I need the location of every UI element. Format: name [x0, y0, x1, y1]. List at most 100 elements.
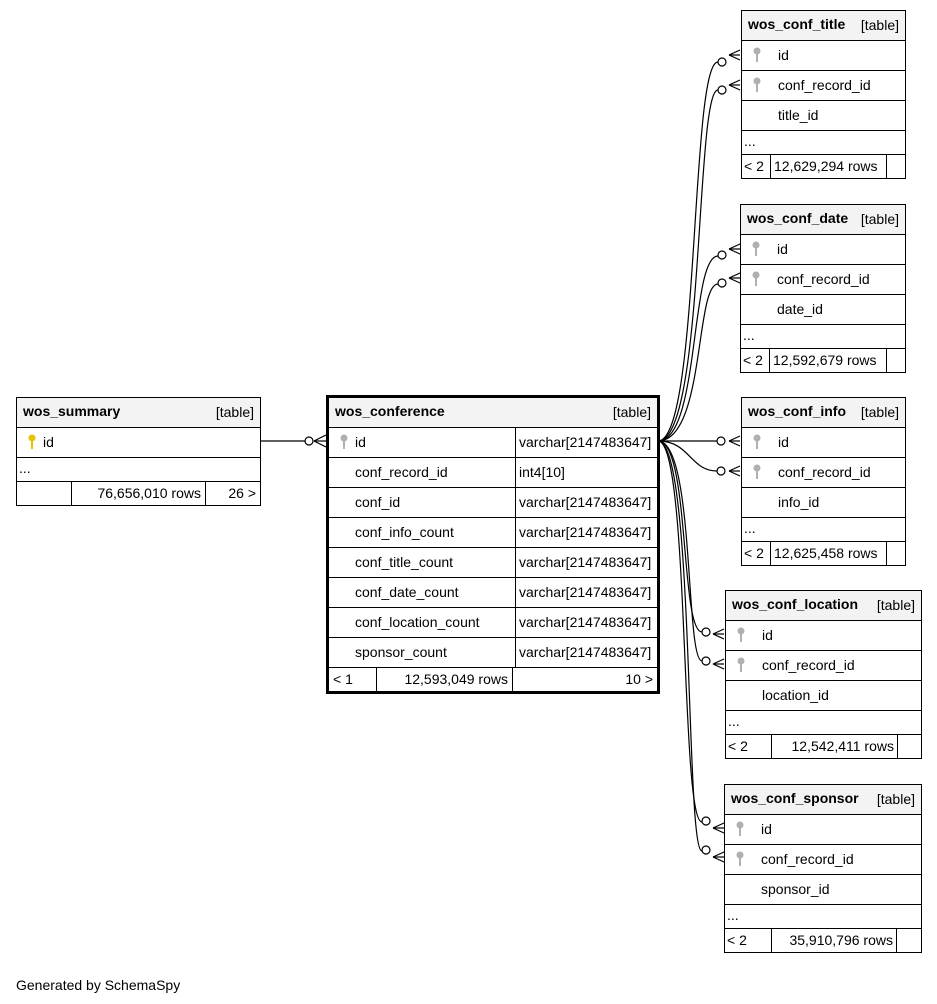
table-footer: < 2 12,625,458 rows [742, 542, 905, 565]
parents-link[interactable]: < 2 [744, 545, 764, 561]
column-row[interactable]: sponsor_count varchar[2147483647] [329, 638, 657, 668]
table-type: [table] [876, 791, 915, 807]
column-row[interactable]: conf_title_count varchar[2147483647] [329, 548, 657, 578]
row-count: 76,656,010 rows [71, 482, 205, 505]
optional-marker [701, 656, 711, 666]
foreign-key-icon [751, 241, 761, 257]
optional-marker [701, 816, 711, 826]
column-name: conf_title_count [355, 554, 454, 570]
column-name: date_id [777, 301, 823, 317]
column-name: conf_record_id [355, 464, 448, 480]
crowfoot-info-id [728, 435, 741, 447]
parents-link[interactable]: < 1 [333, 671, 353, 687]
crowfoot-sponsor-id [712, 822, 725, 834]
column-row[interactable]: conf_location_count varchar[2147483647] [329, 608, 657, 638]
optional-marker [701, 845, 711, 855]
column-type: varchar[2147483647] [515, 638, 657, 667]
row-count: 12,542,411 rows [771, 735, 898, 758]
table-wos-conf-location[interactable]: wos_conf_location [table] id conf_record… [725, 590, 922, 759]
table-wos-summary[interactable]: wos_summary [table] id ... 76,656,010 ro… [16, 397, 261, 506]
column-row[interactable]: id [742, 428, 905, 458]
column-row[interactable]: id varchar[2147483647] [329, 428, 657, 458]
edge-conference-date-record [657, 283, 719, 442]
column-row[interactable]: conf_record_id [742, 71, 905, 101]
table-type: [table] [860, 211, 899, 227]
crowfoot-location-record [712, 658, 725, 670]
foreign-key-icon [751, 271, 761, 287]
edge-conference-title-id [657, 61, 719, 442]
children-link[interactable]: 26 > [205, 482, 260, 505]
column-name: location_id [762, 687, 829, 703]
column-row[interactable]: date_id [741, 295, 905, 325]
column-name: title_id [778, 107, 819, 123]
parents-link[interactable]: < 2 [728, 738, 748, 754]
column-row[interactable]: conf_record_id [741, 265, 905, 295]
table-footer: < 2 12,542,411 rows [726, 735, 921, 758]
edge-conference-sponsor-id [657, 440, 703, 823]
table-footer: < 2 12,592,679 rows [741, 349, 905, 372]
column-row[interactable]: conf_record_id int4[10] [329, 458, 657, 488]
table-header: wos_conf_date [table] [741, 205, 905, 235]
column-type: varchar[2147483647] [515, 608, 657, 637]
column-row[interactable]: id [725, 815, 921, 845]
table-name[interactable]: wos_conf_sponsor [731, 790, 859, 806]
column-row[interactable]: title_id [742, 101, 905, 131]
table-name[interactable]: wos_conf_info [748, 403, 847, 419]
column-row[interactable]: conf_record_id [725, 845, 921, 875]
optional-marker [304, 436, 314, 446]
table-wos-conference[interactable]: wos_conference [table] id varchar[214748… [326, 395, 660, 694]
column-name: conf_record_id [762, 657, 855, 673]
table-wos-conf-title[interactable]: wos_conf_title [table] id conf_record_id… [741, 10, 906, 179]
column-name: conf_date_count [355, 584, 459, 600]
optional-marker [717, 278, 727, 288]
crowfoot-date-id [728, 243, 741, 255]
table-name[interactable]: wos_conference [335, 403, 445, 419]
column-row[interactable]: id [741, 235, 905, 265]
table-type: [table] [215, 404, 254, 420]
children-link[interactable]: 10 > [512, 668, 657, 691]
column-type: int4[10] [515, 458, 657, 487]
row-count: 12,593,049 rows [376, 668, 512, 691]
table-name[interactable]: wos_summary [23, 403, 121, 419]
children-cell [886, 542, 905, 565]
table-name[interactable]: wos_conf_title [748, 16, 846, 32]
table-wos-conf-date[interactable]: wos_conf_date [table] id conf_record_id … [740, 204, 906, 373]
parents-link[interactable]: < 2 [727, 932, 747, 948]
table-footer: < 2 35,910,796 rows [725, 929, 921, 952]
table-wos-conf-info[interactable]: wos_conf_info [table] id conf_record_id … [741, 397, 906, 566]
row-count: 12,592,679 rows [769, 349, 889, 372]
column-name: id [761, 821, 772, 837]
edge-conference-sponsor-record [657, 440, 703, 852]
column-type: varchar[2147483647] [515, 578, 657, 607]
table-name[interactable]: wos_conf_date [747, 210, 849, 226]
table-header: wos_conf_location [table] [726, 591, 921, 621]
parents-link[interactable]: < 2 [744, 158, 764, 174]
column-row[interactable]: sponsor_id [725, 875, 921, 905]
column-row[interactable]: conf_info_count varchar[2147483647] [329, 518, 657, 548]
column-name: id [762, 627, 773, 643]
parents-link[interactable]: < 2 [743, 352, 763, 368]
column-row[interactable]: conf_id varchar[2147483647] [329, 488, 657, 518]
table-header: wos_conference [table] [329, 398, 657, 428]
column-row[interactable]: id [17, 428, 260, 458]
column-row[interactable]: conf_date_count varchar[2147483647] [329, 578, 657, 608]
column-row[interactable]: location_id [726, 681, 921, 711]
primary-key-icon [27, 434, 37, 450]
column-row[interactable]: conf_record_id [726, 651, 921, 681]
table-name[interactable]: wos_conf_location [732, 596, 859, 612]
column-name: conf_record_id [761, 851, 854, 867]
edge-conference-location-id [657, 440, 703, 633]
column-row[interactable]: id [742, 41, 905, 71]
crowfoot-title-id [728, 49, 741, 61]
column-type: varchar[2147483647] [515, 548, 657, 577]
table-wos-conf-sponsor[interactable]: wos_conf_sponsor [table] id conf_record_… [724, 784, 922, 953]
table-type: [table] [612, 404, 651, 420]
column-name: id [355, 434, 366, 450]
crowfoot-info-record [728, 465, 741, 477]
column-row[interactable]: info_id [742, 488, 905, 518]
column-name: conf_info_count [355, 524, 454, 540]
column-row[interactable]: conf_record_id [742, 458, 905, 488]
table-header: wos_conf_info [table] [742, 398, 905, 428]
column-row[interactable]: id [726, 621, 921, 651]
